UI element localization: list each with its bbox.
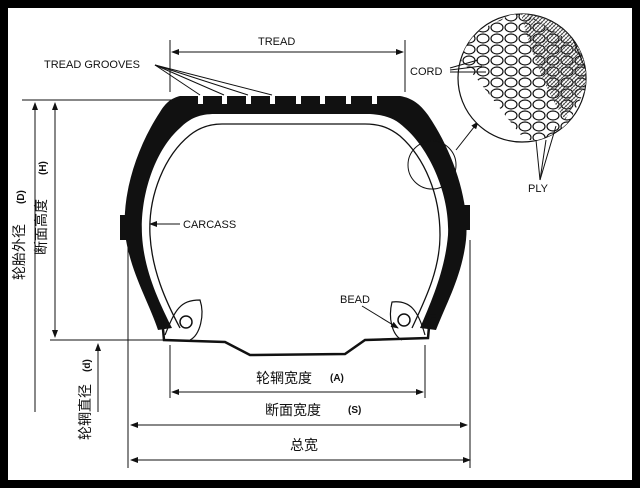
- rim-diameter-label: 轮辋直径: [77, 384, 94, 440]
- section-width-symbol: (S): [348, 405, 361, 416]
- ply-label: PLY: [528, 183, 549, 195]
- overall-width-label: 总宽: [290, 437, 318, 454]
- rim-width-symbol: (A): [330, 373, 344, 384]
- tire-outline: [120, 96, 470, 341]
- section-height-symbol: (H): [38, 161, 49, 175]
- section-width-label: 断面宽度: [265, 402, 321, 419]
- outer-diameter-symbol: (D): [16, 190, 27, 204]
- carcass-label: CARCASS: [183, 219, 236, 231]
- rim: [155, 314, 436, 357]
- rim-diameter-symbol: (d): [82, 359, 93, 372]
- section-height-label: 断面高度: [33, 199, 50, 255]
- cord-ply-magnifier: [407, 13, 587, 190]
- tread-label: TREAD: [258, 36, 295, 48]
- cord-label: CORD: [410, 66, 442, 78]
- outer-diameter-label: 轮胎外径: [12, 224, 28, 280]
- bead-label: BEAD: [340, 294, 370, 306]
- tread-grooves-label: TREAD GROOVES: [44, 59, 140, 71]
- rim-width-label: 轮辋宽度: [256, 370, 312, 387]
- left-bead-wire: [179, 315, 193, 329]
- right-bead-wire: [397, 313, 411, 327]
- dimension-lines: [22, 40, 557, 468]
